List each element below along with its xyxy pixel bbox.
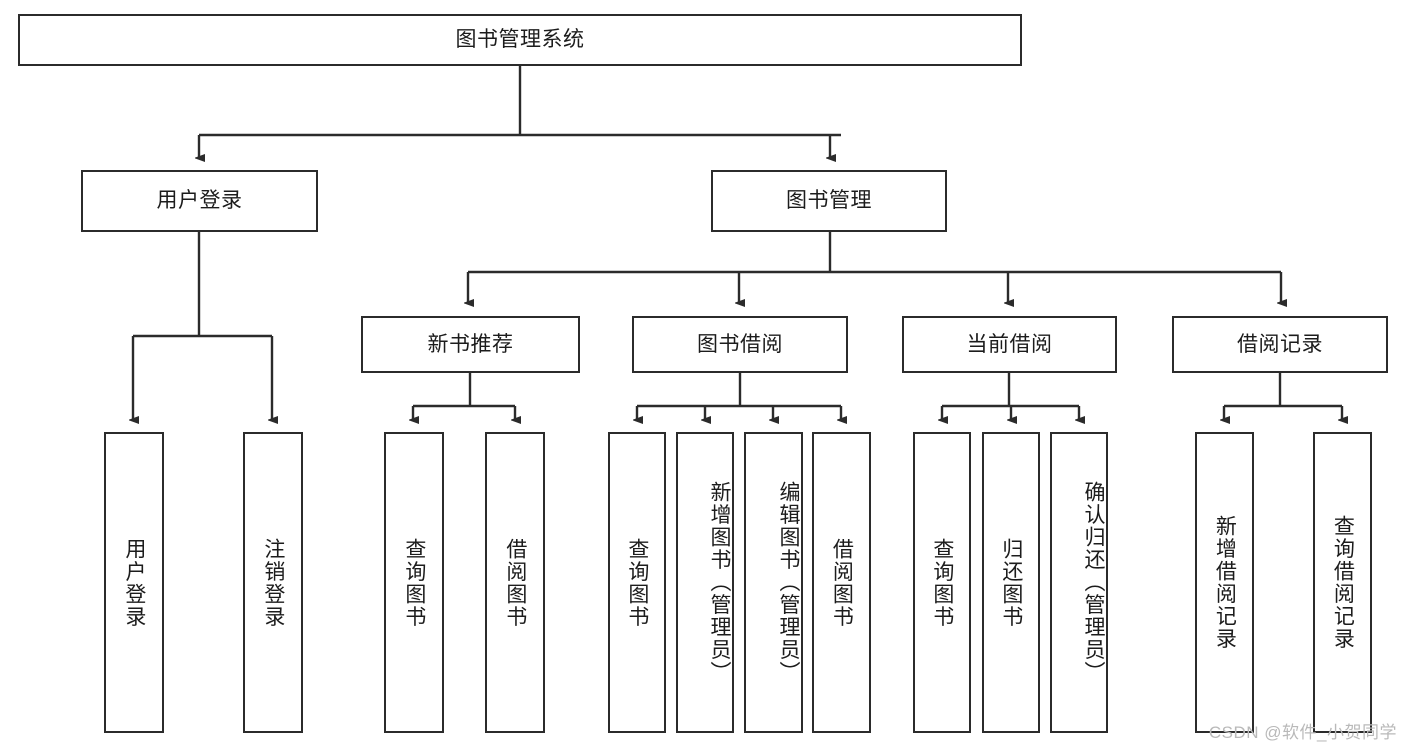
node-label: 新增图书（管理员） xyxy=(708,481,731,684)
node-label: 查询图书 xyxy=(625,537,649,628)
node-label: 新增借阅记录 xyxy=(1213,515,1237,650)
node-leaf-return-book[interactable]: 归还图书 xyxy=(982,432,1040,733)
node-label: 当前借阅 xyxy=(966,332,1053,356)
node-root-book-management-system[interactable]: 图书管理系统 xyxy=(18,14,1022,66)
node-label: 编辑图书（管理员） xyxy=(777,481,800,684)
node-leaf-edit-book-admin[interactable]: 编辑图书（管理员） xyxy=(744,432,803,733)
node-leaf-query-book-1[interactable]: 查询图书 xyxy=(384,432,444,733)
node-leaf-query-book-3[interactable]: 查询图书 xyxy=(913,432,971,733)
node-label: 图书借阅 xyxy=(697,332,783,356)
node-label: 借阅图书 xyxy=(503,537,527,628)
node-label: 借阅记录 xyxy=(1237,332,1323,356)
node-label: 图书管理 xyxy=(786,189,872,213)
node-leaf-query-book-2[interactable]: 查询图书 xyxy=(608,432,666,733)
node-borrow-record[interactable]: 借阅记录 xyxy=(1172,316,1388,373)
node-new-book-recommend[interactable]: 新书推荐 xyxy=(361,316,580,373)
node-book-borrow[interactable]: 图书借阅 xyxy=(632,316,848,373)
node-leaf-add-book-admin[interactable]: 新增图书（管理员） xyxy=(676,432,734,733)
node-label: 用户登录 xyxy=(122,537,146,628)
node-label: 查询借阅记录 xyxy=(1331,515,1355,650)
node-leaf-user-logout[interactable]: 注销登录 xyxy=(243,432,303,733)
node-label: 确认归还（管理员） xyxy=(1082,481,1105,684)
watermark: CSDN @软件_小贺同学 xyxy=(1208,723,1397,742)
node-book-manage[interactable]: 图书管理 xyxy=(711,170,947,232)
node-user-login[interactable]: 用户登录 xyxy=(81,170,318,232)
node-label: 查询图书 xyxy=(930,537,954,628)
node-leaf-user-login[interactable]: 用户登录 xyxy=(104,432,164,733)
node-label: 归还图书 xyxy=(999,537,1023,628)
node-leaf-confirm-return-admin[interactable]: 确认归还（管理员） xyxy=(1050,432,1108,733)
node-label: 图书管理系统 xyxy=(455,28,585,52)
node-leaf-borrow-book-1[interactable]: 借阅图书 xyxy=(485,432,545,733)
node-label: 借阅图书 xyxy=(830,537,854,628)
node-leaf-query-borrow-record[interactable]: 查询借阅记录 xyxy=(1313,432,1372,733)
node-label: 新书推荐 xyxy=(427,332,514,356)
node-label: 注销登录 xyxy=(261,537,285,628)
node-leaf-add-borrow-record[interactable]: 新增借阅记录 xyxy=(1195,432,1254,733)
node-leaf-borrow-book-2[interactable]: 借阅图书 xyxy=(812,432,871,733)
node-label: 查询图书 xyxy=(402,537,426,628)
node-current-borrow[interactable]: 当前借阅 xyxy=(902,316,1117,373)
node-label: 用户登录 xyxy=(156,189,243,213)
